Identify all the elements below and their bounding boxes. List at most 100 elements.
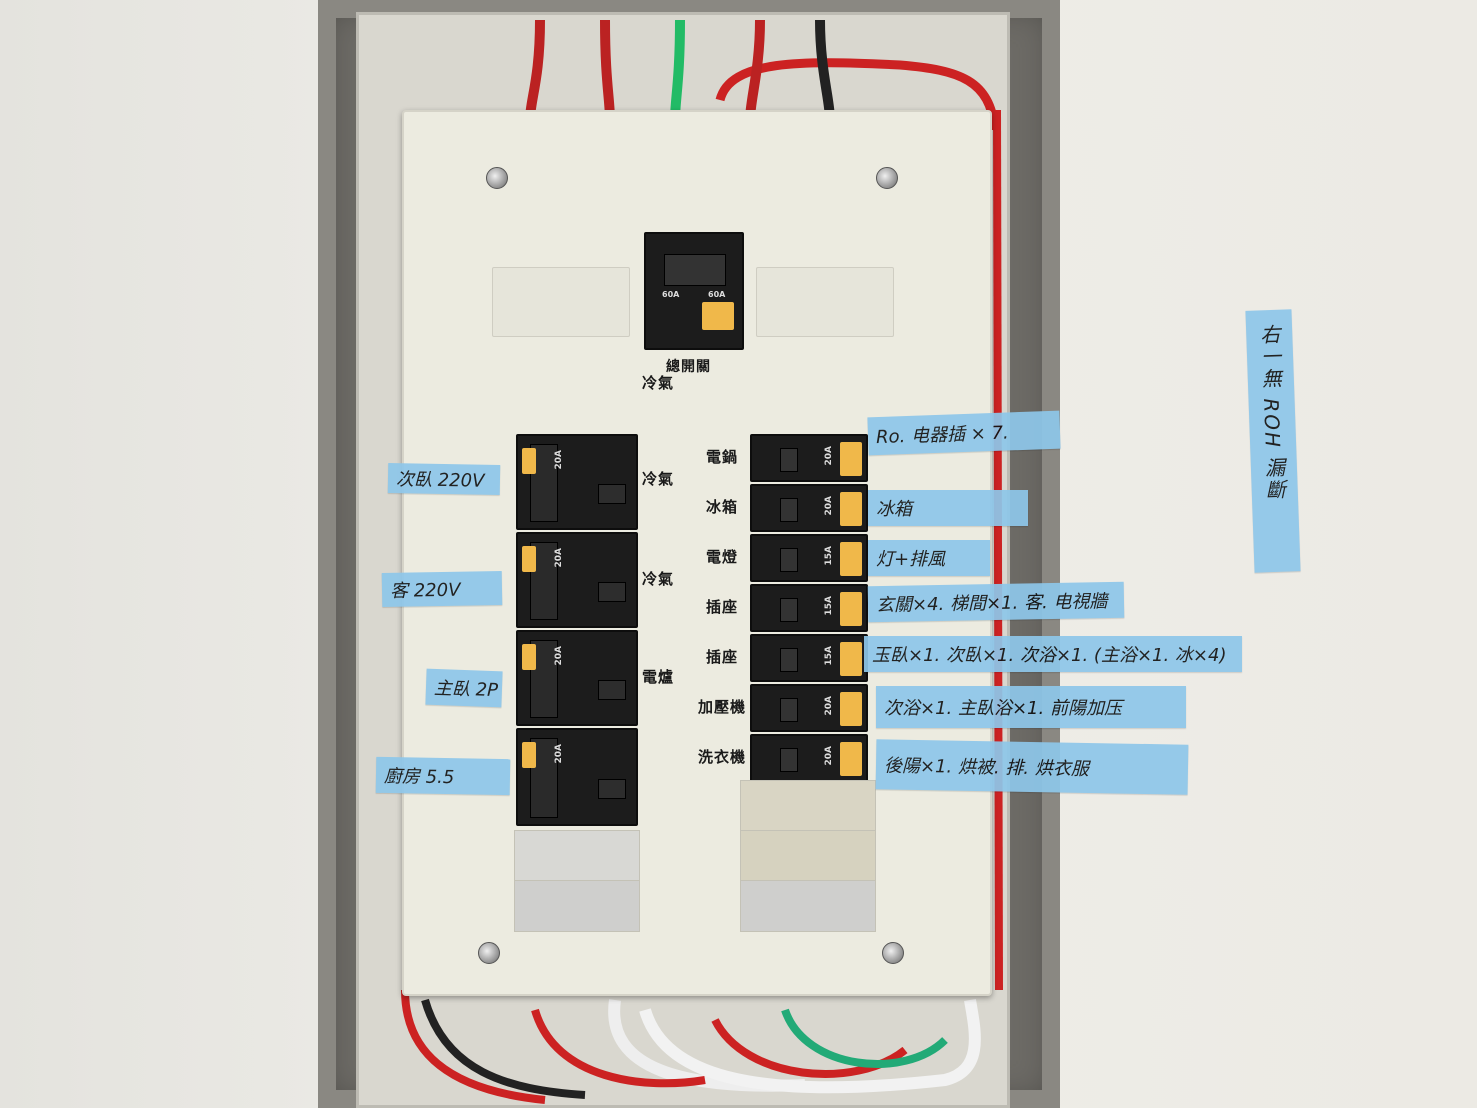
breaker-rating: 20A [554, 744, 564, 764]
blank-plate [756, 267, 894, 337]
breaker-right-7[interactable]: 20A [750, 734, 868, 782]
panel-label-left-4: 電爐 [642, 668, 675, 686]
panel-label-right-4: 插座 [706, 598, 739, 616]
panel-label-right-5: 插座 [706, 648, 739, 666]
right-wire [993, 110, 1003, 991]
breaker-toggle[interactable] [780, 498, 798, 522]
breaker-rating: 20A [824, 746, 834, 766]
breaker-toggle[interactable] [530, 542, 558, 620]
breaker-right-4[interactable]: 15A [750, 584, 868, 632]
breaker-panel-cover: 60A 60A 總開關 20A 冷氣 20A 冷氣 20A 冷氣 20A 電爐 … [402, 110, 992, 996]
breaker-left-1[interactable]: 20A [516, 434, 638, 530]
tape-left-3: 主臥 2P [425, 668, 503, 708]
panel-label-right-6: 加壓機 [698, 698, 747, 716]
tape-right-2: 冰箱 [868, 490, 1028, 526]
breaker-sticker [840, 742, 862, 776]
tape-text: 廚房 5.5 [383, 765, 455, 789]
breaker-rating: 20A [824, 696, 834, 716]
bottom-wires [401, 990, 981, 1104]
tape-text: 灯+排風 [876, 549, 946, 570]
breaker-left-2[interactable]: 20A [516, 532, 638, 628]
breaker-rating: 20A [554, 548, 564, 568]
panel-label-left-1: 冷氣 [642, 374, 675, 392]
panel-label-right-2: 冰箱 [706, 498, 739, 516]
tape-text: 後陽×1. 烘被. 排. 烘衣服 [883, 755, 1090, 780]
breaker-sticker [840, 692, 862, 726]
breaker-right-5[interactable]: 15A [750, 634, 868, 682]
blank-cover [740, 830, 876, 882]
tape-text: 次浴×1. 主臥浴×1. 前陽加压 [884, 698, 1122, 719]
test-button[interactable] [598, 484, 626, 504]
breaker-rating: 20A [554, 646, 564, 666]
breaker-toggle[interactable] [780, 598, 798, 622]
side-note-text: 右一無 ROH 漏斷 [1256, 323, 1287, 502]
tape-text: 冰箱 [876, 499, 912, 520]
breaker-rating: 15A [824, 596, 834, 616]
breaker-toggle[interactable] [780, 448, 798, 472]
tape-text: 玉臥×1. 次臥×1. 次浴×1. (主浴×1. 冰×4) [872, 645, 1227, 666]
tape-text: Ro. 电器插 × 7. [875, 422, 1010, 449]
panel-label-left-3: 冷氣 [642, 570, 675, 588]
breaker-sticker [840, 492, 862, 526]
breaker-rating: 20A [824, 496, 834, 516]
tape-right-6: 次浴×1. 主臥浴×1. 前陽加压 [876, 686, 1186, 728]
tape-right-7: 後陽×1. 烘被. 排. 烘衣服 [875, 739, 1189, 795]
blank-cover [514, 880, 640, 932]
test-button[interactable] [598, 582, 626, 602]
blank-cover [740, 780, 876, 832]
panel-label-right-7: 洗衣機 [698, 748, 747, 766]
blank-cover [740, 880, 876, 932]
tape-right-4: 玄關×4. 梯間×1. 客. 电視牆 [867, 581, 1125, 623]
blank-plate [492, 267, 630, 337]
tape-text: 客 220V [389, 579, 461, 602]
tape-right-1: Ro. 电器插 × 7. [867, 410, 1061, 456]
breaker-sticker [522, 742, 536, 768]
screw [478, 942, 500, 964]
panel-label-right-1: 電鍋 [706, 448, 739, 466]
tape-text: 次臥 220V [395, 469, 485, 492]
main-rating-left: 60A [662, 290, 680, 299]
tape-left-1: 次臥 220V [387, 463, 501, 495]
breaker-sticker [840, 442, 862, 476]
main-rating-right: 60A [708, 290, 726, 299]
screw [882, 942, 904, 964]
side-note-tape: 右一無 ROH 漏斷 [1245, 309, 1301, 573]
screw [876, 167, 898, 189]
tape-right-5: 玉臥×1. 次臥×1. 次浴×1. (主浴×1. 冰×4) [864, 636, 1242, 672]
breaker-sticker [840, 542, 862, 576]
panel-label-left-2: 冷氣 [642, 470, 675, 488]
panel-label-right-3: 電燈 [706, 548, 739, 566]
breaker-rating: 15A [824, 646, 834, 666]
tape-text: 玄關×4. 梯間×1. 客. 电視牆 [875, 591, 1108, 617]
breaker-rating: 15A [824, 546, 834, 566]
breaker-sticker [522, 644, 536, 670]
main-breaker[interactable]: 60A 60A [644, 232, 744, 350]
breaker-sticker [522, 546, 536, 572]
breaker-right-6[interactable]: 20A [750, 684, 868, 732]
breaker-sticker [522, 448, 536, 474]
breaker-rating: 20A [824, 446, 834, 466]
test-button[interactable] [598, 680, 626, 700]
breaker-rating: 20A [554, 450, 564, 470]
breaker-right-2[interactable]: 20A [750, 484, 868, 532]
tape-right-3: 灯+排風 [868, 540, 990, 576]
breaker-left-4[interactable]: 20A [516, 728, 638, 826]
breaker-toggle[interactable] [780, 698, 798, 722]
screw [486, 167, 508, 189]
tape-text: 主臥 2P [433, 677, 499, 702]
breaker-sticker [840, 592, 862, 626]
main-sticker [702, 302, 734, 330]
test-button[interactable] [598, 779, 626, 799]
breaker-toggle[interactable] [780, 748, 798, 772]
breaker-right-3[interactable]: 15A [750, 534, 868, 582]
tape-left-2: 客 220V [381, 570, 503, 608]
breaker-sticker [840, 642, 862, 676]
tape-left-4: 廚房 5.5 [375, 756, 511, 796]
blank-cover [514, 830, 640, 882]
main-breaker-toggle[interactable] [664, 254, 726, 286]
main-breaker-label: 總開關 [666, 359, 711, 375]
breaker-toggle[interactable] [780, 648, 798, 672]
breaker-left-3[interactable]: 20A [516, 630, 638, 726]
breaker-toggle[interactable] [780, 548, 798, 572]
breaker-right-1[interactable]: 20A [750, 434, 868, 482]
